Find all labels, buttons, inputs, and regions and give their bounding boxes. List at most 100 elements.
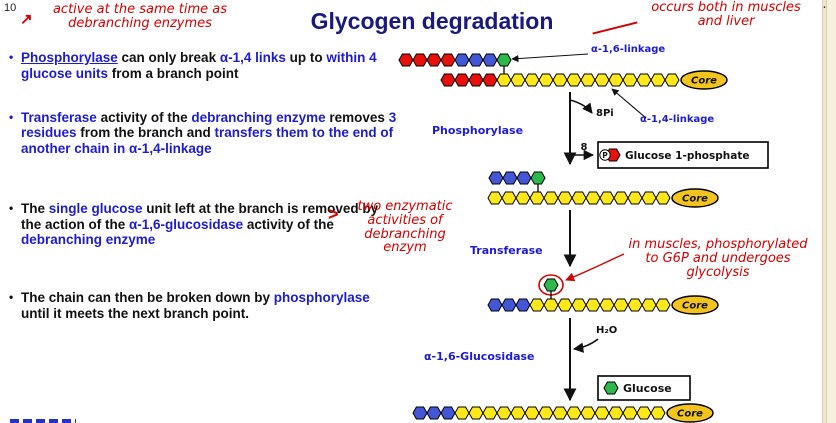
glucose-unit-Y: [557, 298, 573, 312]
glucose-unit-Y: [538, 406, 554, 420]
glucose-unit-Y: [543, 191, 559, 205]
glucose-unit-B: [516, 171, 532, 185]
handwritten-arrow-icon: ↗: [20, 11, 33, 28]
glucose-unit-Y: [594, 73, 610, 87]
glucose-unit-Y: [608, 73, 624, 87]
glucose-unit-Y: [599, 298, 615, 312]
transferase-label: Transferase: [470, 244, 543, 257]
corner-dot: ·: [822, 0, 827, 15]
glucose-unit-Y: [613, 298, 629, 312]
bullet-text-segment: from the branch and: [76, 125, 215, 141]
handwritten-line: and liver: [697, 13, 755, 29]
glucose-unit-Y: [664, 73, 680, 87]
bullet-text-segment: Phosphorylase: [21, 50, 118, 65]
chain-mid-main: [487, 188, 719, 208]
a16-linkage-label: α-1,6-linkage: [591, 44, 665, 55]
glucose-unit-Y: [636, 406, 652, 420]
bullet-text-segment: within 4 glucose units: [21, 50, 377, 81]
a14-linkage-label: α-1,4-linkage: [640, 114, 714, 125]
glucose-unit-Y: [566, 73, 582, 87]
bullet-text-segment: 3 residues: [21, 109, 397, 141]
glucose-unit-R: [440, 73, 456, 87]
glucose-unit-B: [468, 53, 484, 67]
glucose-unit-Y: [496, 406, 512, 420]
core-oval: [680, 70, 728, 90]
bullet-list: •Phosphorylase can only break α-1,4 link…: [8, 50, 402, 322]
a14-pointer: [611, 88, 647, 119]
chain-bottom-main: [412, 403, 714, 423]
handwritten-line: to G6P and undergoes: [645, 250, 791, 266]
bullet-text-segment: activity of the: [243, 216, 334, 232]
glucose-unit-B: [502, 171, 518, 185]
bullet-text-segment: The: [21, 200, 49, 216]
glucose-unit-B: [488, 171, 504, 185]
glucose-unit-R: [482, 73, 498, 87]
chain-top-branch: [398, 53, 512, 67]
core-oval: [671, 188, 719, 208]
core-label: Core: [677, 409, 703, 420]
glucose-unit-Y: [622, 73, 638, 87]
glucose-unit-Y: [468, 406, 484, 420]
glucose-unit-B: [426, 406, 442, 420]
notebook-page-edge[interactable]: [822, 0, 836, 423]
glucose-unit-R: [426, 53, 442, 67]
glucose-unit-R: [454, 73, 470, 87]
glucose-unit-Y: [613, 191, 629, 205]
handwritten-line: in muscles, phosphorylated: [628, 237, 808, 252]
bullet-text-segment: up to: [285, 50, 327, 65]
bullet-text-segment: α-1,4 links: [219, 50, 286, 65]
glucose-unit-Y: [571, 191, 587, 205]
glucose-unit-B: [482, 53, 498, 67]
glucose-unit-Y: [529, 191, 545, 205]
h2o-arrow: [572, 338, 599, 353]
glucose-unit-Y: [655, 191, 671, 205]
bullet-text-segment: debranching enzyme: [21, 232, 156, 248]
core-label: Core: [682, 301, 708, 312]
bullet-text-segment: activity of the: [96, 109, 192, 125]
bullet-item: •The chain can then be broken down by ph…: [8, 290, 402, 322]
glucose-unit-B: [501, 298, 517, 312]
handwritten-pointer-arrow: [565, 253, 625, 282]
chain-top-main: [440, 70, 728, 90]
glucose-unit-Y: [524, 73, 540, 87]
glucose-unit-G: [543, 278, 559, 292]
glucose-unit-G: [603, 381, 619, 395]
page-number: 10: [4, 2, 17, 14]
bullet-text-segment: transfers them to the end of another cha…: [21, 125, 394, 157]
glucose-unit-Y: [608, 406, 624, 420]
chain-mid-branch: [488, 171, 546, 185]
handwritten-line: active at the same time as: [52, 2, 228, 17]
core-label: Core: [682, 194, 708, 205]
clipped-link-fragment: [10, 419, 76, 423]
glucose-unit-Y: [641, 298, 657, 312]
handwritten-line: two enzymatic: [357, 199, 453, 214]
glucosidase-label: α-1,6-Glucosidase: [424, 350, 535, 363]
glucose-unit-Y: [650, 406, 666, 420]
bullet-text-segment: unit left at the branch is removed by th…: [21, 200, 379, 232]
h2o-label: H₂O: [596, 325, 617, 336]
glucose-unit-Y: [552, 406, 568, 420]
glucose-unit-Y: [627, 298, 643, 312]
glucose-unit-Y: [580, 73, 596, 87]
glucose-unit-Y: [585, 298, 601, 312]
glucose-label: Glucose: [623, 382, 672, 395]
bullet-text-segment: until it meets the next branch point.: [21, 306, 250, 322]
page-title: Glycogen degradation: [310, 8, 554, 34]
glucose-unit-Y: [641, 191, 657, 205]
glucose-unit-B: [487, 298, 503, 312]
bullet-text-segment: phosphorylase: [273, 290, 370, 306]
glucose-unit-B: [440, 406, 456, 420]
phosphate-letter: P: [602, 151, 608, 160]
bullet-dot-icon: •: [9, 50, 14, 64]
glucose-unit-Y: [580, 406, 596, 420]
glucose-unit-Y: [636, 73, 652, 87]
bullet-text-segment: α-1,6-glucosidase: [129, 216, 244, 232]
glucose-unit-Y: [487, 191, 503, 205]
glucose-unit-R: [412, 53, 428, 67]
phosphate-icon: [599, 149, 611, 161]
glucose-unit-Y: [501, 191, 517, 205]
bullet-text-segment: removes: [325, 109, 389, 125]
bullet-item: •Phosphorylase can only break α-1,4 link…: [8, 50, 402, 82]
